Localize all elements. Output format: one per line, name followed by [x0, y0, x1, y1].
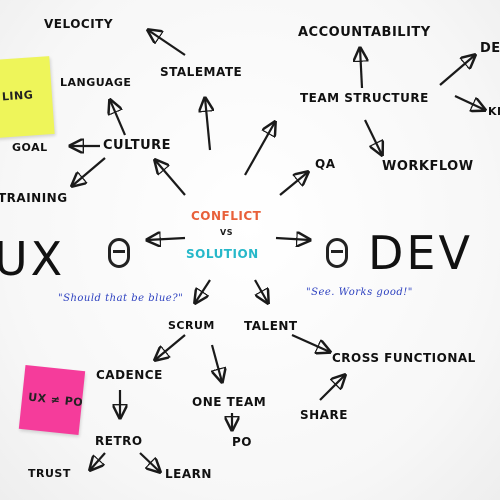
node-training: TRAINING [0, 191, 68, 205]
arrow-center-ux [147, 238, 186, 240]
node-talent: TALENT [244, 319, 298, 333]
arrow-share-up [319, 375, 345, 401]
arrow-team-workflow [364, 119, 382, 155]
node-goal: GOAL [12, 141, 48, 154]
quote-dev: "See. Works good!" [306, 287, 413, 298]
arrow-center-scrum [195, 279, 211, 303]
arrow-scrum-oneteam [210, 344, 222, 382]
node-team-structure: TEAM STRUCTURE [300, 91, 429, 105]
node-accountability: ACCOUNTABILITY [298, 25, 431, 40]
arrow-stalemate-up [205, 98, 210, 151]
node-cadence: CADENCE [96, 368, 163, 382]
arrow-center-talent [254, 279, 268, 303]
quote-ux: "Should that be blue?" [58, 293, 184, 304]
node-cross-functional: CROSS FUNCTIONAL [332, 351, 476, 365]
node-stalemate: STALEMATE [160, 65, 243, 79]
node-workflow: WORKFLOW [382, 159, 474, 174]
node-one-team: ONE TEAM [192, 395, 267, 409]
node-learn: LEARN [165, 467, 212, 481]
node-qa: QA [315, 157, 336, 171]
dev-avatar-icon [326, 238, 348, 268]
node-scrum: SCRUM [168, 319, 215, 332]
arrow-center-culture [155, 160, 186, 196]
arrow-culture-language [110, 100, 127, 136]
node-retro: RETRO [95, 434, 143, 448]
ux-avatar-icon [108, 238, 130, 268]
arrow-center-qa [279, 172, 308, 196]
arrow-team-accountability [360, 48, 362, 89]
node-culture: CULTURE [103, 138, 172, 153]
side-ux: UX [0, 232, 66, 286]
arrow-culture-training [72, 157, 106, 186]
arrow-team-de [439, 55, 475, 86]
side-dev: DEV [368, 226, 473, 280]
arrow-stalemate-velocity [148, 30, 186, 56]
node-language: LANGUAGE [60, 76, 132, 89]
node-kn: KN [488, 105, 500, 118]
node-trust: TRUST [28, 467, 71, 480]
arrow-retro-learn [139, 452, 160, 472]
node-velocity: VELOCITY [44, 17, 114, 31]
center-conflict: CONFLICT [191, 209, 262, 223]
node-share: SHARE [300, 408, 348, 422]
arrow-team-kn [454, 95, 485, 110]
node-po: PO [232, 435, 252, 449]
node-de: DE [480, 41, 500, 56]
arrow-scrum-cadence [155, 334, 186, 360]
arrow-retro-trust [90, 452, 106, 470]
arrow-center-dev [275, 238, 310, 240]
arrow-center-teamstructure [244, 122, 275, 176]
center-vs: VS [220, 228, 233, 237]
center-solution: SOLUTION [186, 247, 259, 261]
arrow-talent-crossfunctional [291, 333, 330, 352]
